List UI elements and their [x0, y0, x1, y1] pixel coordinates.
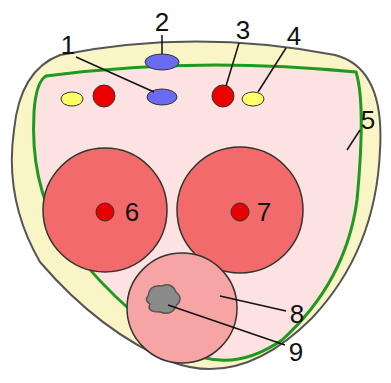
deep-artery — [231, 203, 249, 221]
urethra — [146, 285, 180, 313]
callout-number: 1 — [61, 32, 75, 58]
leader-line — [226, 43, 239, 86]
callout-number: 9 — [289, 339, 303, 365]
vein — [145, 54, 179, 70]
leader-line — [161, 35, 163, 54]
leader-line — [220, 296, 286, 311]
corpus-cavernosum — [43, 148, 167, 272]
callout-number: 7 — [257, 199, 271, 225]
callout-number: 4 — [287, 23, 301, 49]
artery — [212, 85, 234, 107]
leader-line — [168, 305, 285, 345]
nerve — [61, 92, 83, 106]
artery — [93, 85, 115, 107]
leader-line — [347, 130, 360, 150]
nerve — [242, 92, 264, 106]
callout-number: 3 — [236, 17, 250, 43]
leader-lines — [76, 35, 360, 345]
outer-skin — [12, 42, 381, 370]
callout-number: 6 — [125, 199, 139, 225]
callout-number: 5 — [361, 107, 375, 133]
callout-number: 8 — [290, 301, 304, 327]
corpus-spongiosum — [127, 253, 237, 363]
callout-number: 2 — [155, 9, 169, 35]
leader-line — [76, 57, 154, 92]
deep-artery — [96, 203, 114, 221]
leader-line — [258, 48, 286, 92]
